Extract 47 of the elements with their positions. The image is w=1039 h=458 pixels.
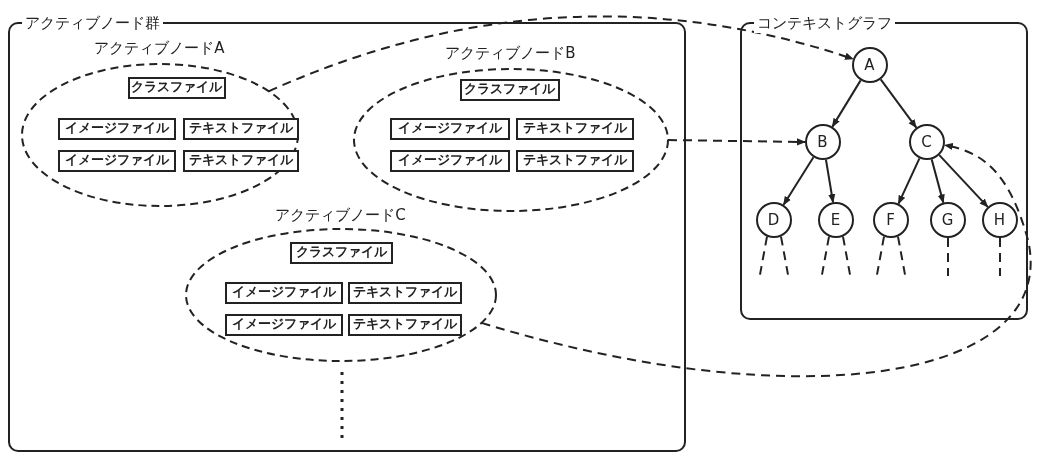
file-box: クラスファイル xyxy=(289,241,393,264)
graph-node-circle: H xyxy=(981,201,1018,238)
graph-node-circle: A xyxy=(851,46,888,83)
dashed-line xyxy=(780,235,789,276)
node-heading: アクティブノードC xyxy=(274,204,407,225)
file-box: クラスファイル xyxy=(127,76,226,99)
file-box: イメージファイル xyxy=(224,281,343,304)
arrow xyxy=(930,158,945,204)
file-box: テキストファイル xyxy=(515,149,634,172)
file-box: テキストファイル xyxy=(515,117,634,140)
file-box: イメージファイル xyxy=(57,117,176,140)
graph-node-circle: C xyxy=(908,123,945,160)
file-box: イメージファイル xyxy=(389,149,510,172)
dashed-line xyxy=(876,235,885,276)
file-box: テキストファイル xyxy=(347,281,462,304)
frame-title: アクティブノード群 xyxy=(22,13,163,33)
file-box: テキストファイル xyxy=(182,149,299,172)
arrow xyxy=(879,78,918,129)
node-heading: アクティブノードB xyxy=(444,42,577,63)
graph-node-circle: B xyxy=(804,123,841,160)
arrow xyxy=(267,15,855,93)
graph-node-circle: G xyxy=(929,201,966,238)
arrow xyxy=(831,79,862,128)
arrow xyxy=(824,158,836,204)
arrow xyxy=(938,154,989,208)
dashed-ellipse xyxy=(183,204,498,363)
arrow xyxy=(480,143,1032,377)
arrow xyxy=(782,156,815,206)
dashed-line xyxy=(947,237,949,277)
dashed-line xyxy=(842,235,851,276)
dashed-line xyxy=(999,237,1001,277)
graph-node-circle: D xyxy=(755,201,792,238)
file-box: イメージファイル xyxy=(224,313,343,336)
dashed-line xyxy=(821,235,830,276)
file-box: テキストファイル xyxy=(347,313,462,336)
frame-title: コンテキストグラフ xyxy=(754,13,895,33)
dashed-line xyxy=(897,235,906,276)
file-box: クラスファイル xyxy=(459,78,560,101)
dashed-line xyxy=(759,235,768,276)
arrow xyxy=(667,138,806,146)
file-box: テキストファイル xyxy=(182,117,299,140)
file-box: イメージファイル xyxy=(389,117,510,140)
graph-node-circle: E xyxy=(817,201,854,238)
graph-node-circle: F xyxy=(872,201,909,238)
node-heading: アクティブノードA xyxy=(93,37,226,58)
file-box: イメージファイル xyxy=(57,149,176,172)
arrow xyxy=(897,157,921,205)
